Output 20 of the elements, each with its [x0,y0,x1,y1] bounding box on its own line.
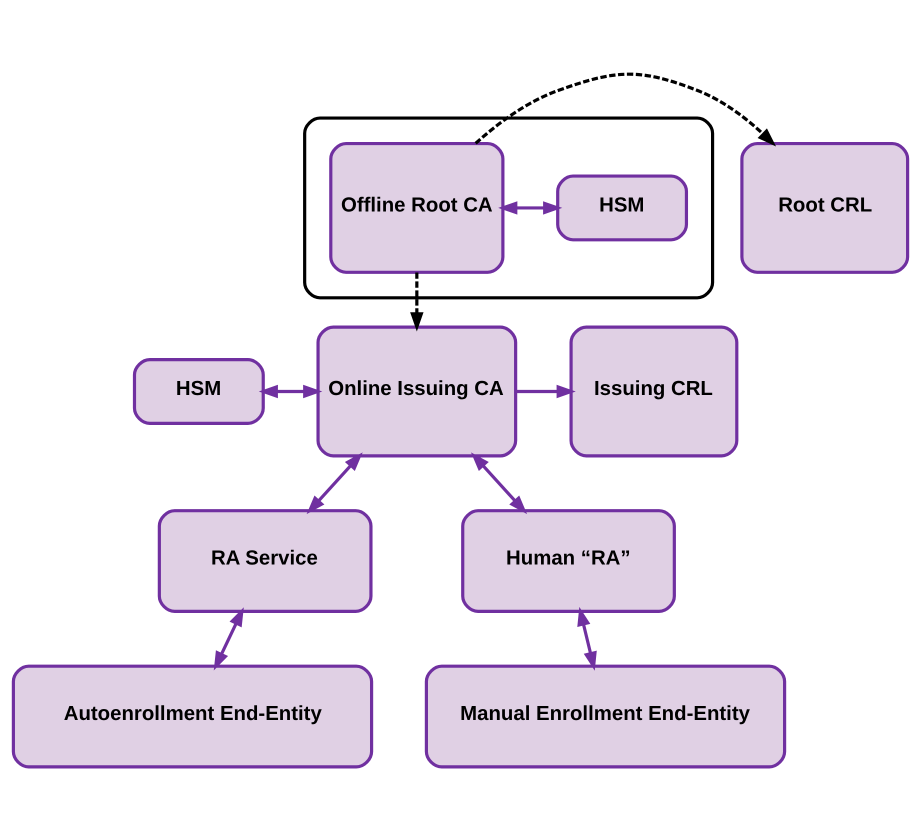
arrow [306,452,363,514]
node-box: HSM [556,174,688,241]
arrow [577,606,597,670]
node-box: Manual Enrollment End-Entity [424,664,786,768]
arrow [498,200,562,214]
arrow [214,606,244,670]
node-box: HSM [132,358,265,424]
arrow [470,452,528,514]
arrow [410,272,424,331]
node-box: RA Service [158,508,373,612]
node-box: Root CRL [740,141,910,274]
node-box: Human “RA” [461,508,676,612]
arrow [258,384,322,398]
cluster [303,116,714,299]
arrow [474,72,776,146]
node-box: Issuing CRL [570,325,738,457]
node-box: Autoenrollment End-Entity [12,664,374,768]
node-box: Online Issuing CA [316,325,518,457]
node-box: Offline Root CA [329,141,504,274]
arrow [516,384,576,398]
